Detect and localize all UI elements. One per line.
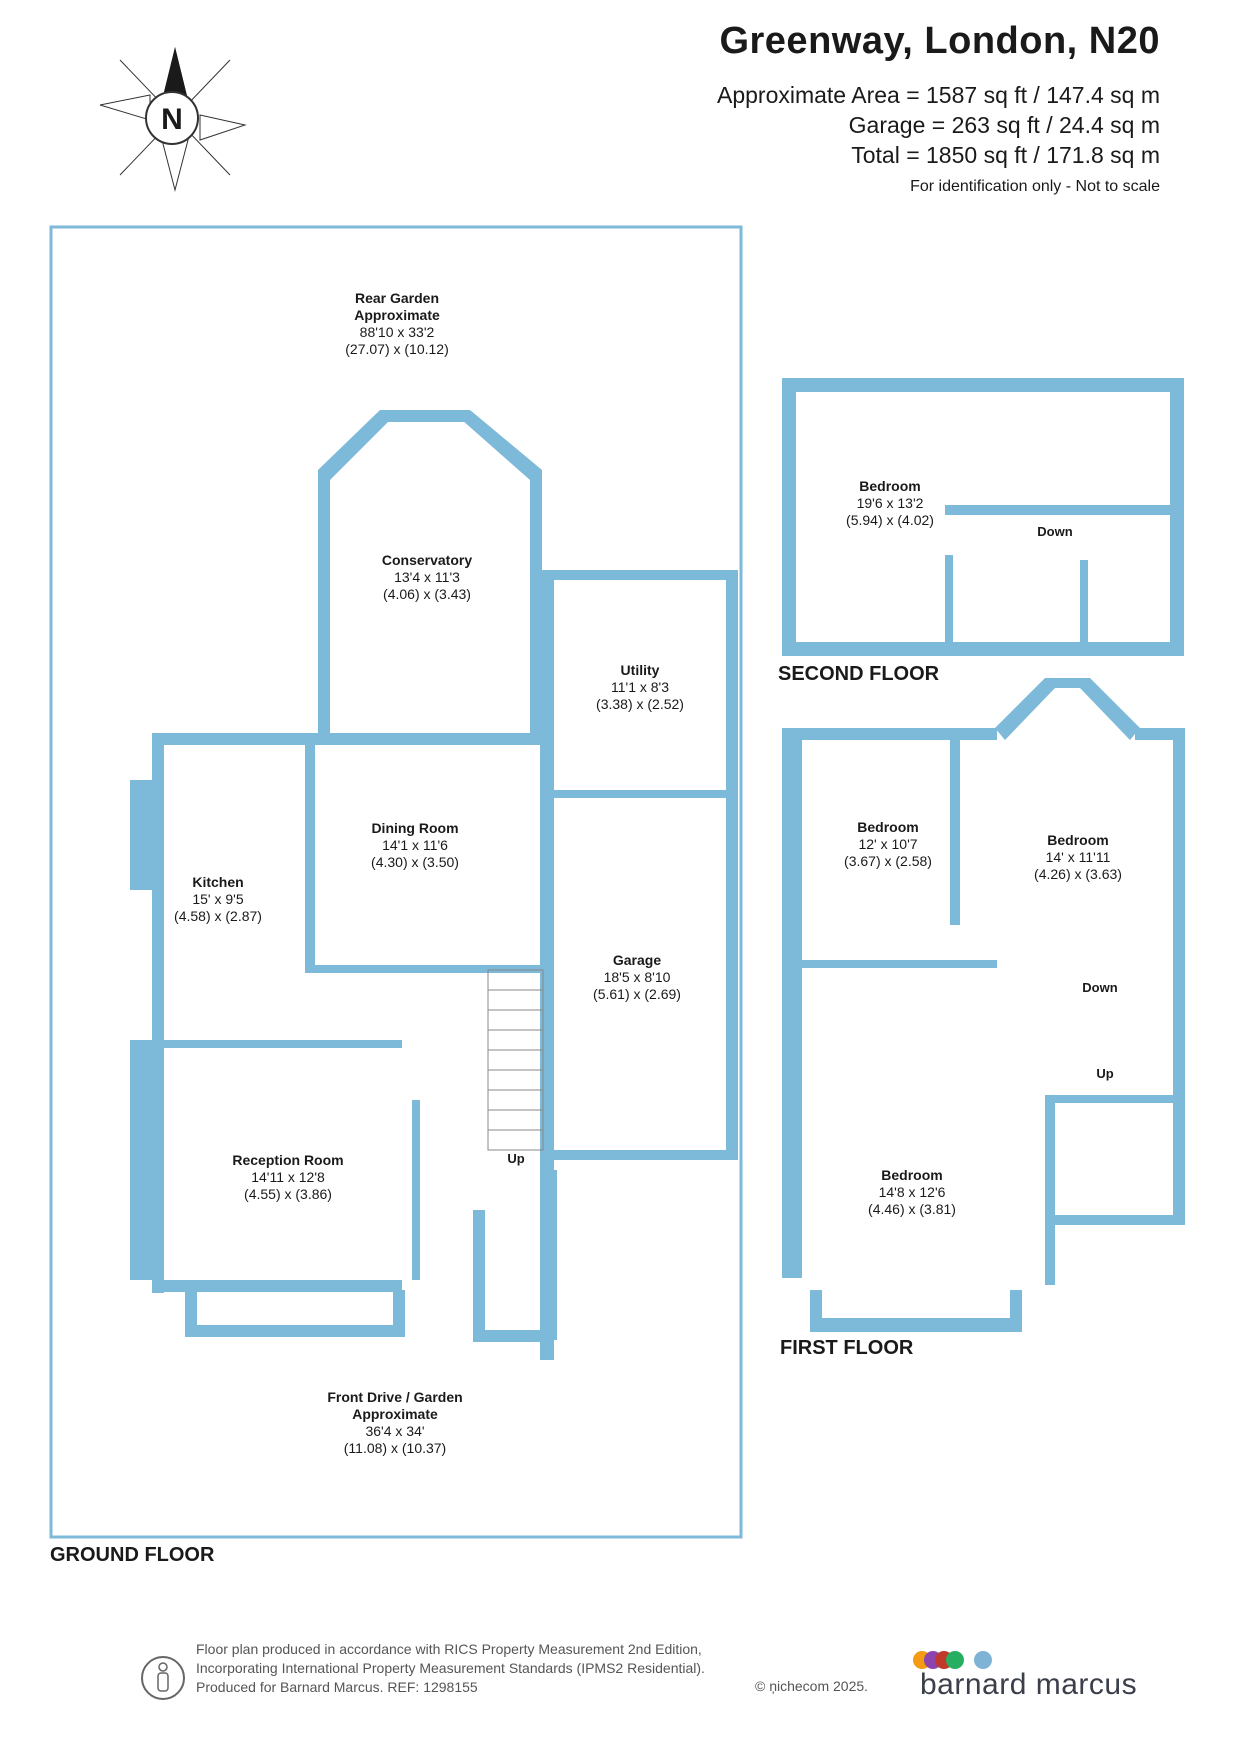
second-floor-label: SECOND FLOOR	[778, 663, 940, 685]
svg-text:36'4 x 34': 36'4 x 34'	[365, 1423, 424, 1439]
svg-text:14'8 x 12'6: 14'8 x 12'6	[879, 1184, 946, 1200]
svg-text:88'10 x 33'2: 88'10 x 33'2	[360, 324, 435, 340]
svg-text:(4.55) x (3.86): (4.55) x (3.86)	[244, 1186, 332, 1202]
ground-stairs	[487, 969, 544, 1151]
svg-text:13'4 x 11'3: 13'4 x 11'3	[394, 569, 460, 585]
svg-text:Utility: Utility	[621, 662, 660, 678]
svg-text:14'11 x 12'8: 14'11 x 12'8	[251, 1169, 325, 1185]
svg-text:15' x 9'5: 15' x 9'5	[192, 891, 243, 907]
svg-text:(5.61) x (2.69): (5.61) x (2.69)	[593, 986, 681, 1002]
svg-text:Bedroom: Bedroom	[881, 1167, 942, 1183]
svg-text:Kitchen: Kitchen	[192, 874, 243, 890]
garage-area: Garage = 263 sq ft / 24.4 sq m	[848, 112, 1160, 138]
svg-text:(4.30) x (3.50): (4.30) x (3.50)	[371, 854, 459, 870]
room-first-bedroom-1: Bedroom 12' x 10'7 (3.67) x (2.58)	[844, 819, 932, 869]
first-floor-walls	[782, 678, 1185, 1332]
svg-text:Bedroom: Bedroom	[857, 819, 918, 835]
svg-text:Garage: Garage	[613, 952, 661, 968]
svg-text:(27.07) x (10.12): (27.07) x (10.12)	[345, 341, 449, 357]
svg-text:Approximate: Approximate	[354, 307, 440, 323]
page-title: Greenway, London, N20	[719, 20, 1160, 62]
ground-floor-label: GROUND FLOOR	[50, 1544, 215, 1566]
svg-text:Reception Room: Reception Room	[232, 1152, 343, 1168]
room-reception: Reception Room 14'11 x 12'8 (4.55) x (3.…	[232, 1152, 343, 1202]
svg-text:(4.58) x (2.87): (4.58) x (2.87)	[174, 908, 262, 924]
svg-text:(11.08) x (10.37): (11.08) x (10.37)	[344, 1440, 446, 1456]
second-stairs-down: Down	[1037, 524, 1072, 539]
first-floor-label: FIRST FLOOR	[780, 1337, 914, 1359]
svg-text:(5.94) x (4.02): (5.94) x (4.02)	[846, 512, 934, 528]
first-stairs-up: Up	[1096, 1066, 1113, 1081]
room-second-bedroom: Bedroom 19'6 x 13'2 (5.94) x (4.02)	[846, 478, 934, 528]
room-first-bedroom-2: Bedroom 14' x 11'11 (4.26) x (3.63)	[1034, 832, 1122, 882]
svg-text:Rear Garden: Rear Garden	[355, 290, 439, 306]
copyright: © ņichecom 2025.	[755, 1678, 869, 1694]
svg-text:Front Drive / Garden: Front Drive / Garden	[327, 1389, 462, 1405]
svg-text:(3.67) x (2.58): (3.67) x (2.58)	[844, 853, 932, 869]
ground-stairs-up: Up	[507, 1151, 524, 1166]
svg-text:(4.46) x (3.81): (4.46) x (3.81)	[868, 1201, 956, 1217]
total-area: Total = 1850 sq ft / 171.8 sq m	[851, 142, 1160, 168]
compass-letter: N	[161, 103, 183, 136]
svg-text:Dining Room: Dining Room	[371, 820, 458, 836]
rics-icon	[141, 1656, 185, 1700]
approximate-area: Approximate Area = 1587 sq ft / 147.4 sq…	[716, 82, 1160, 108]
compass-icon: N	[99, 47, 247, 192]
room-conservatory: Conservatory 13'4 x 11'3 (4.06) x (3.43)	[382, 552, 472, 602]
footer-line-2: Incorporating International Property Mea…	[196, 1660, 705, 1676]
room-rear-garden: Rear Garden Approximate 88'10 x 33'2 (27…	[345, 290, 449, 357]
svg-text:(3.38) x (2.52): (3.38) x (2.52)	[596, 696, 684, 712]
brand-logo-icon	[913, 1651, 992, 1669]
footer-line-1: Floor plan produced in accordance with R…	[196, 1641, 702, 1657]
footer-note: Floor plan produced in accordance with R…	[196, 1640, 705, 1697]
svg-text:Bedroom: Bedroom	[1047, 832, 1108, 848]
svg-text:18'5 x 8'10: 18'5 x 8'10	[604, 969, 671, 985]
svg-text:19'6 x 13'2: 19'6 x 13'2	[857, 495, 924, 511]
svg-text:14' x 11'11: 14' x 11'11	[1046, 849, 1111, 865]
room-front-drive: Front Drive / Garden Approximate 36'4 x …	[327, 1389, 462, 1456]
ground-floor-boundary	[49, 225, 743, 1539]
svg-text:Conservatory: Conservatory	[382, 552, 472, 568]
svg-text:Approximate: Approximate	[352, 1406, 438, 1422]
svg-text:(4.06) x (3.43): (4.06) x (3.43)	[383, 586, 471, 602]
scale-note: For identification only - Not to scale	[910, 178, 1160, 195]
room-first-bedroom-3: Bedroom 14'8 x 12'6 (4.46) x (3.81)	[868, 1167, 956, 1217]
svg-text:Bedroom: Bedroom	[859, 478, 920, 494]
room-dining: Dining Room 14'1 x 11'6 (4.30) x (3.50)	[371, 820, 459, 870]
first-stairs-down: Down	[1082, 980, 1117, 995]
svg-text:11'1 x 8'3: 11'1 x 8'3	[611, 679, 669, 695]
second-floor-walls	[782, 378, 1184, 656]
svg-text:12' x 10'7: 12' x 10'7	[858, 836, 917, 852]
brand-name: barnard marcus	[920, 1668, 1138, 1701]
ground-floor-walls	[130, 410, 738, 1360]
room-utility: Utility 11'1 x 8'3 (3.38) x (2.52)	[596, 662, 684, 712]
svg-text:14'1 x 11'6: 14'1 x 11'6	[382, 837, 448, 853]
room-kitchen: Kitchen 15' x 9'5 (4.58) x (2.87)	[174, 874, 262, 924]
room-garage: Garage 18'5 x 8'10 (5.61) x (2.69)	[593, 952, 681, 1002]
footer-line-3: Produced for Barnard Marcus. REF: 129815…	[196, 1679, 478, 1695]
svg-text:(4.26) x (3.63): (4.26) x (3.63)	[1034, 866, 1122, 882]
